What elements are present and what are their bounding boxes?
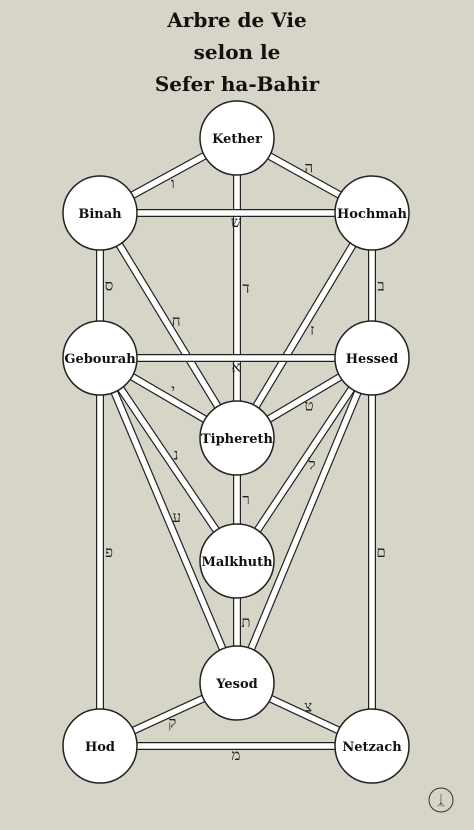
path-letter: צ bbox=[304, 697, 312, 715]
sefirah-label: Hochmah bbox=[337, 207, 407, 222]
sefirah-hod: Hod bbox=[62, 708, 138, 784]
path-letter: ט bbox=[305, 397, 314, 415]
path-hochmah-tiphereth bbox=[233, 210, 376, 441]
title-line-2: selon le bbox=[193, 40, 281, 64]
path-gebourah-malkhuth bbox=[96, 355, 241, 564]
sefirah-label: Netzach bbox=[342, 740, 402, 755]
sefirah-hessed: Hessed bbox=[334, 320, 410, 396]
sefirah-label: Hessed bbox=[346, 352, 399, 367]
sefirah-label: Tiphereth bbox=[201, 432, 274, 447]
path-letter: ח bbox=[172, 312, 181, 330]
path-letter: נ bbox=[174, 445, 179, 463]
sefirah-circle bbox=[62, 320, 138, 396]
path-hessed-yesod bbox=[233, 356, 376, 685]
path-hessed-malkhuth bbox=[233, 355, 376, 564]
sefirah-binah: Binah bbox=[62, 175, 138, 251]
sefirah-label: Binah bbox=[78, 207, 122, 222]
sefirah-yesod: Yesod bbox=[199, 645, 275, 721]
sefirah-gebourah: Gebourah bbox=[62, 320, 138, 396]
sefirah-hochmah: Hochmah bbox=[334, 175, 410, 251]
path-letter: ת bbox=[241, 613, 250, 631]
sefirah-circle bbox=[199, 523, 275, 599]
path-letter: ה bbox=[305, 159, 314, 177]
sefirah-circle bbox=[334, 708, 410, 784]
path-letter: מ bbox=[232, 746, 241, 764]
sefirah-label: Hod bbox=[85, 740, 115, 755]
sefirah-tiphereth: Tiphereth bbox=[199, 400, 275, 476]
sefirah-circle bbox=[199, 100, 275, 176]
path-letter: ע bbox=[173, 508, 182, 526]
title-line-1: Arbre de Vie bbox=[167, 8, 307, 32]
path-letter: ם bbox=[376, 543, 385, 561]
path-letter: ד bbox=[242, 279, 249, 297]
title-line-3: Sefer ha-Bahir bbox=[154, 72, 320, 96]
letters-layer: ו ה ד ש ס ח ב ז א י ט נ ל ע פ ם ר ת ק צ מ bbox=[105, 159, 386, 764]
path-letter: ש bbox=[231, 213, 242, 231]
sefirah-malkhuth: Malkhuth bbox=[199, 523, 275, 599]
path-letter: א bbox=[231, 358, 240, 376]
sefirah-kether: Kether bbox=[199, 100, 275, 176]
sefirah-netzach: Netzach bbox=[334, 708, 410, 784]
sefirah-label: Malkhuth bbox=[201, 555, 273, 570]
path-gebourah-yesod bbox=[96, 356, 241, 685]
path-letter: ל bbox=[307, 455, 315, 473]
signature-mark: ᛣ bbox=[428, 787, 454, 813]
sefirah-circle bbox=[334, 175, 410, 251]
path-letter: י bbox=[171, 381, 175, 399]
sefirah-label: Gebourah bbox=[64, 352, 136, 367]
sefirah-circle bbox=[199, 400, 275, 476]
path-letter: ס bbox=[105, 277, 114, 295]
sefirah-circle bbox=[62, 175, 138, 251]
sefirah-label: Kether bbox=[212, 132, 262, 147]
path-letter: ק bbox=[168, 714, 176, 732]
sefirah-circle bbox=[62, 708, 138, 784]
path-letter: ו bbox=[171, 174, 175, 192]
path-letter: ז bbox=[310, 321, 314, 339]
path-binah-tiphereth bbox=[96, 210, 241, 441]
sefirah-circle bbox=[334, 320, 410, 396]
path-letter: ר bbox=[242, 491, 249, 509]
sefirah-label: Yesod bbox=[215, 677, 258, 692]
path-letter: ב bbox=[377, 277, 384, 295]
path-letter: פ bbox=[105, 543, 113, 561]
signature-text: ᛣ bbox=[437, 793, 445, 809]
sefirah-circle bbox=[199, 645, 275, 721]
